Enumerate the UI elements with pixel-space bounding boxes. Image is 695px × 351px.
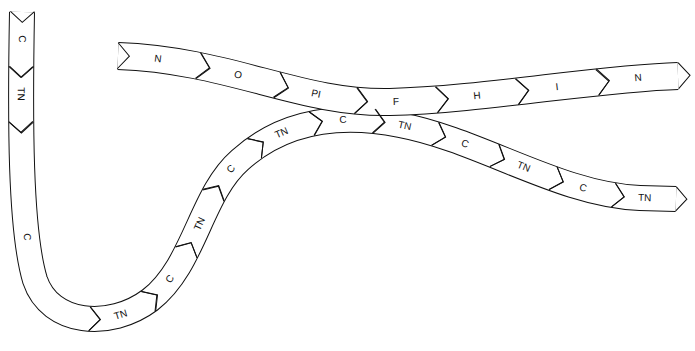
chevron-line — [609, 183, 627, 209]
chevron-line — [9, 119, 34, 134]
segment-label: PI — [310, 89, 321, 101]
ribbon-segment: TN — [509, 152, 538, 182]
chevron-line — [490, 144, 509, 170]
segment-label: TN — [274, 126, 290, 141]
chevron-line — [490, 144, 509, 170]
ribbon-segment: N — [627, 65, 649, 93]
chevron-line — [203, 180, 229, 205]
chevron-line — [516, 77, 531, 104]
segment-label: C — [225, 163, 237, 175]
chevron-line — [141, 287, 161, 313]
chevron-line — [611, 183, 624, 207]
chevron-line — [516, 77, 530, 104]
ribbon-segment: C — [570, 174, 596, 203]
segment-label: O — [233, 69, 243, 81]
segment-label: TN — [112, 308, 128, 321]
chevron-line — [9, 67, 33, 78]
chevron-line — [431, 122, 450, 148]
segment-label: C — [16, 36, 26, 43]
ribbon-segment: N — [147, 45, 170, 73]
chevron-line — [548, 167, 567, 193]
ribbon-segment: C — [332, 107, 353, 132]
chevron-line — [549, 167, 567, 193]
ribbon-segment: C — [155, 264, 186, 294]
chevron-line — [176, 236, 203, 260]
chevron-line — [354, 87, 368, 113]
segment-label: N — [634, 73, 642, 84]
ribbon-segment: C — [14, 225, 40, 248]
chevron-line — [86, 306, 101, 331]
chevron-line — [137, 286, 164, 311]
segment-label: TN — [638, 193, 652, 203]
segment-label: C — [164, 273, 176, 285]
ribbon-segment: C — [452, 129, 479, 158]
ribbon-segment: I — [546, 73, 569, 101]
segment-label: H — [473, 91, 481, 102]
chevron-line — [244, 133, 270, 158]
chevron-line — [435, 85, 450, 112]
ribbon-segment: TN — [392, 112, 418, 140]
ribbon-segment: F — [386, 89, 407, 116]
ribbon-band — [118, 56, 678, 102]
segment-label: F — [393, 97, 399, 107]
ribbon-segment: TN — [107, 300, 134, 329]
chevron-line — [676, 187, 687, 211]
chevron-line — [596, 68, 610, 95]
chevron-line — [115, 43, 131, 70]
segment-label: C — [21, 233, 32, 241]
ribbon-segment: PI — [304, 80, 329, 110]
ribbon-segment: C — [9, 29, 33, 49]
ribbon-segment: TN — [184, 209, 215, 238]
chevron-line — [676, 62, 690, 89]
chevron-line — [352, 88, 370, 116]
segment-label: C — [578, 182, 588, 194]
chevron-line — [309, 111, 323, 135]
segment-label: TN — [16, 88, 26, 101]
segment-label: TN — [397, 120, 412, 133]
segment-label: I — [555, 82, 559, 92]
chevron-line — [273, 72, 291, 100]
ribbon-segment: C — [215, 154, 246, 185]
ribbon-edge — [118, 56, 678, 102]
chevron-line — [10, 12, 34, 23]
segment-label: C — [339, 115, 347, 125]
segment-label: N — [154, 54, 162, 65]
chevron-line — [194, 53, 212, 81]
ribbon-segment: TN — [634, 186, 656, 211]
chevron-line — [247, 133, 268, 160]
chevron-line — [9, 67, 33, 78]
segment-label: TN — [515, 160, 531, 174]
ribbon-segment: O — [225, 60, 251, 90]
chevron-line — [370, 109, 387, 135]
chevron-line — [596, 68, 611, 95]
ribbon-segment: TN — [267, 118, 296, 149]
ribbon-segment: H — [466, 82, 489, 110]
ribbon-segment: TN — [9, 84, 33, 105]
chevron-line — [82, 305, 102, 331]
chevron-line — [436, 86, 449, 112]
chevron-line — [202, 181, 229, 201]
chevron-line — [305, 108, 326, 135]
segment-label: C — [460, 138, 470, 150]
chevron-line — [273, 72, 290, 100]
chevron-line — [175, 237, 202, 257]
chevron-line — [9, 122, 33, 133]
segment-label: TN — [192, 215, 207, 231]
